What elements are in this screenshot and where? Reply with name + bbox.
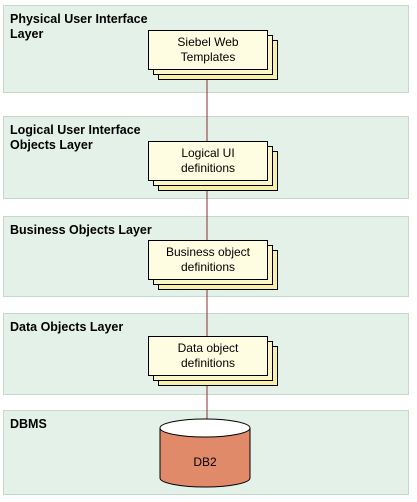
box-logical-ui-definitions: Logical UI definitions [148,141,278,191]
layer-title: Data Objects Layer [10,320,124,334]
layer-title: Logical User Interface Objects Layer [10,123,141,152]
box-label: Business object definitions [148,240,268,280]
box-siebel-web-templates: Siebel Web Templates [148,30,278,80]
box-data-object-definitions: Data object definitions [148,336,278,386]
box-business-object-definitions: Business object definitions [148,240,278,290]
box-label: Data object definitions [148,336,268,376]
box-label: Siebel Web Templates [148,30,268,70]
layer-title: DBMS [10,417,47,431]
database-body [159,428,251,488]
database-top [159,418,251,438]
box-label: Logical UI definitions [148,141,268,181]
database-label: DB2 [193,455,217,469]
layer-title: Physical User Interface Layer [10,12,148,41]
layer-title: Business Objects Layer [10,223,152,237]
